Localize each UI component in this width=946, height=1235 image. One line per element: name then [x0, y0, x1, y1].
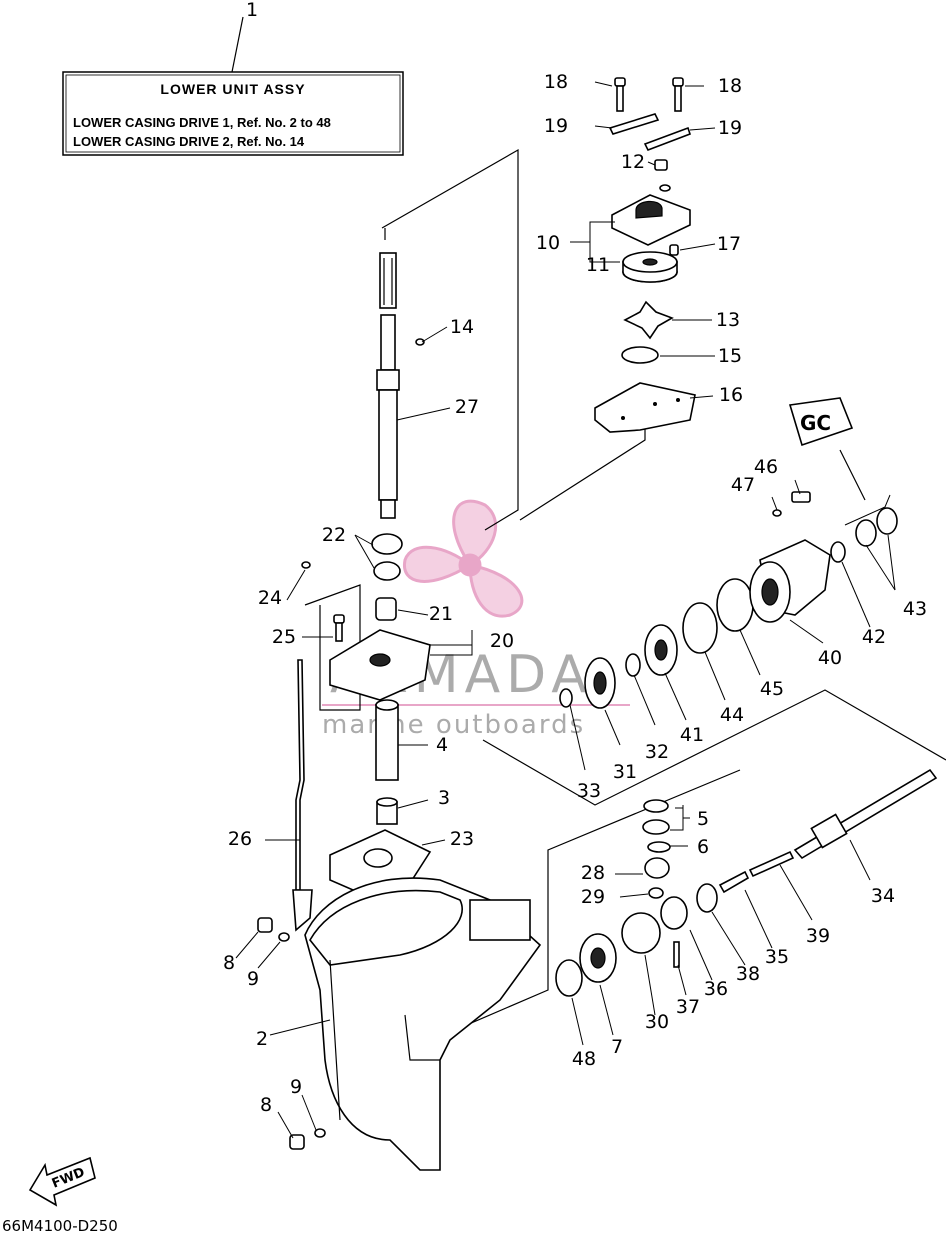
reverse-gear-group [555, 799, 718, 997]
callout-22: 22 [322, 524, 346, 546]
callout-46: 46 [754, 456, 778, 478]
callout-16: 16 [719, 384, 743, 406]
callout-37: 37 [676, 996, 700, 1018]
propeller-logo [402, 499, 524, 618]
assembly-ref-line-2: LOWER CASING DRIVE 2, Ref. No. 14 [73, 134, 305, 149]
callout-36: 36 [704, 978, 728, 1000]
callout-2: 2 [256, 1028, 268, 1050]
callout-30: 30 [645, 1011, 669, 1033]
assembly-ref-line-1: LOWER CASING DRIVE 1, Ref. No. 2 to 48 [73, 115, 331, 130]
gear-and-housing [559, 491, 898, 709]
callout-21: 21 [429, 603, 453, 625]
watermark-tagline: marine outboards [322, 710, 585, 740]
callout-17: 17 [717, 233, 741, 255]
callout-34: 34 [871, 885, 895, 907]
callout-38: 38 [736, 963, 760, 985]
callout-40: 40 [818, 647, 842, 669]
callout-7: 7 [611, 1036, 623, 1058]
drive-shaft [376, 252, 400, 519]
callout-25: 25 [272, 626, 296, 648]
callout-23: 23 [450, 828, 474, 850]
callout-18-right: 18 [718, 75, 742, 97]
callout-28: 28 [581, 862, 605, 884]
callout-10: 10 [536, 232, 560, 254]
callout-20: 20 [490, 630, 514, 652]
callout-numbers: 1 18 18 19 19 12 10 11 17 13 15 16 14 27… [223, 0, 927, 1116]
callout-19-left: 19 [544, 115, 568, 137]
lower-casing-2 [304, 877, 542, 1171]
callout-48: 48 [572, 1048, 596, 1070]
sealant-tag-label: GC [800, 411, 831, 435]
callout-27: 27 [455, 396, 479, 418]
callout-18-left: 18 [544, 71, 568, 93]
sealant-tag: GC [788, 397, 866, 501]
callout-4: 4 [436, 734, 448, 756]
propeller-shaft [718, 768, 938, 894]
callout-39: 39 [806, 925, 830, 947]
shift-rod-26 [295, 659, 305, 891]
callout-42: 42 [862, 626, 886, 648]
callout-41: 41 [680, 724, 704, 746]
callout-5: 5 [697, 808, 709, 830]
water-pump-assembly [594, 77, 696, 433]
callout-26: 26 [228, 828, 252, 850]
callout-14: 14 [450, 316, 474, 338]
upper-bearings [301, 533, 431, 701]
callout-29: 29 [581, 886, 605, 908]
callout-32: 32 [645, 741, 669, 763]
callout-3: 3 [438, 787, 450, 809]
callout-8-lower: 8 [260, 1094, 272, 1116]
assembly-title: LOWER UNIT ASSY [160, 81, 305, 97]
callout-9-upper: 9 [247, 968, 259, 990]
callout-13: 13 [716, 309, 740, 331]
callout-44: 44 [720, 704, 744, 726]
callout-11: 11 [586, 254, 610, 276]
callout-31: 31 [613, 761, 637, 783]
callout-45: 45 [760, 678, 784, 700]
callout-1: 1 [246, 0, 258, 21]
assembly-info-box: LOWER UNIT ASSY LOWER CASING DRIVE 1, Re… [62, 16, 404, 156]
pin-14 [415, 338, 425, 346]
callout-35: 35 [765, 946, 789, 968]
forward-arrow: FWD [28, 1156, 96, 1207]
armada-watermark: ARMADA marine outboards [322, 499, 630, 740]
callout-19-right: 19 [718, 117, 742, 139]
callout-43: 43 [903, 598, 927, 620]
callout-15: 15 [718, 345, 742, 367]
leader-lines [304, 148, 946, 1031]
callout-9-lower: 9 [290, 1076, 302, 1098]
callout-33: 33 [577, 780, 601, 802]
shift-cam [292, 889, 313, 932]
drive-sleeves [329, 699, 432, 894]
callout-24: 24 [258, 587, 282, 609]
callout-47: 47 [731, 474, 755, 496]
diagram-code: 66M4100-D250 [2, 1217, 118, 1235]
drain-screws [257, 917, 326, 1150]
callout-6: 6 [697, 836, 709, 858]
callout-leaders [235, 81, 896, 1139]
callout-12: 12 [621, 151, 645, 173]
callout-8-upper: 8 [223, 952, 235, 974]
